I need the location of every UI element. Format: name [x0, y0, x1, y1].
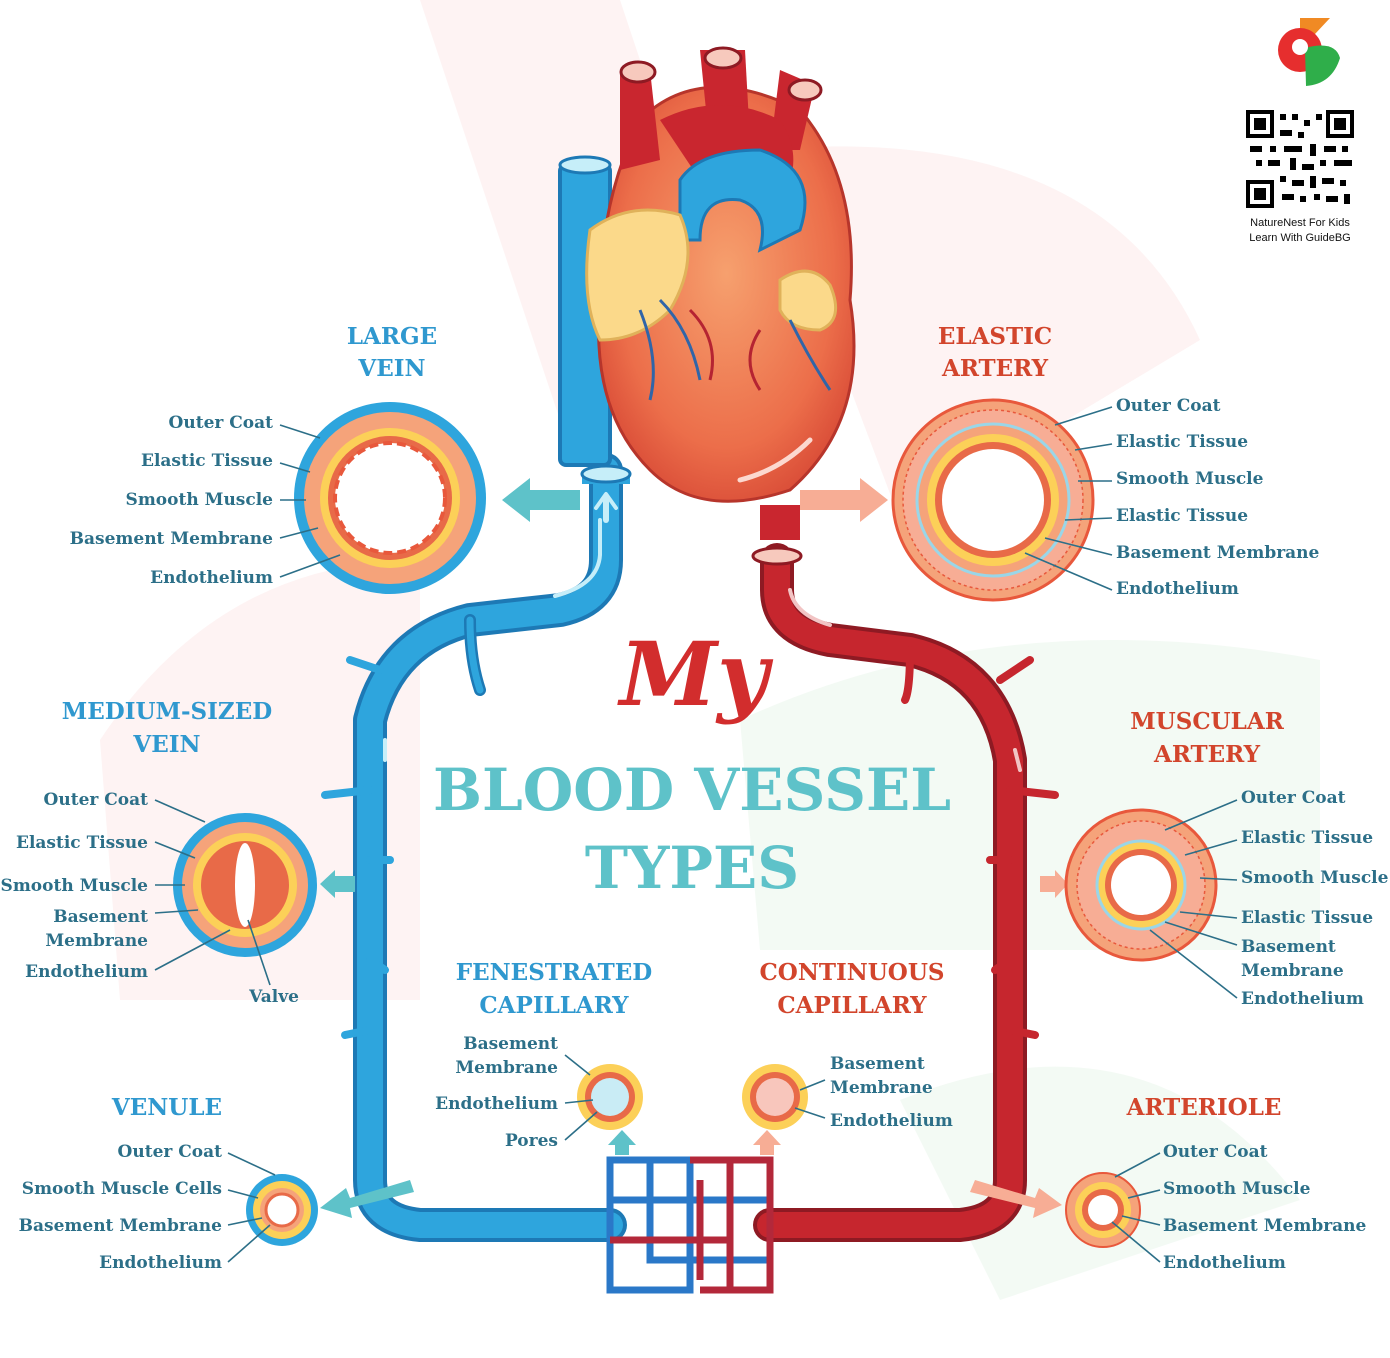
- muscular-artery-label: Endothelium: [1241, 989, 1364, 1009]
- medium-vein-cross-section: [173, 813, 317, 957]
- muscular-artery-label: Elastic Tissue: [1241, 908, 1373, 928]
- large-vein-label: Endothelium: [150, 568, 273, 588]
- venule-label: Endothelium: [99, 1253, 222, 1273]
- elastic-artery-label: Elastic Tissue: [1116, 432, 1248, 452]
- muscular-artery-cross-section: [1064, 808, 1218, 962]
- title-line-2: TYPES: [585, 834, 799, 902]
- muscular-artery-title-2: ARTERY: [1153, 741, 1261, 768]
- title-my: My: [617, 622, 774, 726]
- arteriole-label: Smooth Muscle: [1163, 1179, 1311, 1199]
- elastic-artery-label: Endothelium: [1116, 579, 1239, 599]
- venule-label: Smooth Muscle Cells: [22, 1179, 222, 1199]
- medium-vein-label: Smooth Muscle: [1, 876, 149, 896]
- leader-lines: [154, 406, 1238, 1263]
- elastic-artery-label: Elastic Tissue: [1116, 506, 1248, 526]
- large-vein-title-1: LARGE: [347, 323, 437, 350]
- medium-vein-label: Endothelium: [25, 962, 148, 982]
- muscular-artery-label: Smooth Muscle: [1241, 868, 1389, 888]
- large-vein-label: Elastic Tissue: [141, 451, 273, 471]
- capillary-bed: [606, 1156, 774, 1294]
- arteriole-cross-section: [1065, 1172, 1141, 1248]
- venule-label: Basement Membrane: [19, 1216, 223, 1236]
- elastic-artery-title-1: ELASTIC: [938, 323, 1052, 350]
- title-line-1: BLOOD VESSEL: [433, 756, 951, 824]
- large-vein-cross-section: [294, 402, 486, 594]
- continuous-title-2: CAPILLARY: [777, 992, 927, 1019]
- continuous-label: Endothelium: [830, 1111, 953, 1131]
- elastic-artery-cross-section: [891, 398, 1095, 602]
- medium-vein-title-2: VEIN: [132, 731, 200, 758]
- brand-logo: [1278, 18, 1340, 86]
- medium-vein-label: Membrane: [45, 931, 148, 951]
- medium-vein-label: Outer Coat: [44, 790, 149, 810]
- flow-arrows: [320, 478, 1068, 1218]
- venule-title: VENULE: [111, 1094, 222, 1121]
- elastic-artery-label: Basement Membrane: [1116, 543, 1320, 563]
- qr-code: [1246, 110, 1356, 210]
- fenestrated-label: Endothelium: [435, 1094, 558, 1114]
- brand-line-2: Learn With GuideBG: [1249, 232, 1351, 244]
- medium-vein-label: Basement: [53, 907, 148, 927]
- large-vein-label: Outer Coat: [169, 413, 274, 433]
- continuous-label: Membrane: [830, 1078, 933, 1098]
- medium-vein-title-1: MEDIUM-SIZED: [62, 698, 272, 725]
- fenestrated-label: Pores: [505, 1131, 558, 1151]
- continuous-title-1: CONTINUOUS: [759, 959, 944, 986]
- heart-illustration: [585, 46, 856, 540]
- elastic-artery-label: Outer Coat: [1116, 396, 1221, 416]
- large-vein-label: Basement Membrane: [70, 529, 274, 549]
- venule-cross-section: [246, 1174, 318, 1246]
- artery-network: [751, 543, 1059, 1242]
- venule-label: Outer Coat: [118, 1142, 223, 1162]
- medium-vein-label: Elastic Tissue: [16, 833, 148, 853]
- elastic-artery-label: Smooth Muscle: [1116, 469, 1264, 489]
- elastic-artery-title-2: ARTERY: [941, 355, 1049, 382]
- large-vein-title-2: VEIN: [357, 355, 425, 382]
- medium-vein-label-valve: Valve: [248, 987, 299, 1007]
- arteriole-label: Basement Membrane: [1163, 1216, 1367, 1236]
- fenestrated-label: Basement: [463, 1034, 558, 1054]
- vein-network: [321, 155, 632, 1242]
- continuous-label: Basement: [830, 1054, 925, 1074]
- muscular-artery-label: Outer Coat: [1241, 788, 1346, 808]
- arteriole-label: Endothelium: [1163, 1253, 1286, 1273]
- arteriole-label: Outer Coat: [1163, 1142, 1268, 1162]
- brand-line-1: NatureNest For Kids: [1250, 217, 1350, 229]
- continuous-capillary-cross-section: [742, 1064, 808, 1130]
- large-vein-label: Smooth Muscle: [126, 490, 274, 510]
- fenestrated-capillary-cross-section: [577, 1064, 643, 1130]
- muscular-artery-title-1: MUSCULAR: [1130, 708, 1285, 735]
- fenestrated-title-2: CAPILLARY: [479, 992, 629, 1019]
- muscular-artery-label: Elastic Tissue: [1241, 828, 1373, 848]
- muscular-artery-label: Basement: [1241, 937, 1336, 957]
- fenestrated-label: Membrane: [455, 1058, 558, 1078]
- muscular-artery-label: Membrane: [1241, 961, 1344, 981]
- arteriole-title: ARTERIOLE: [1126, 1094, 1282, 1121]
- fenestrated-title-1: FENESTRATED: [456, 959, 652, 986]
